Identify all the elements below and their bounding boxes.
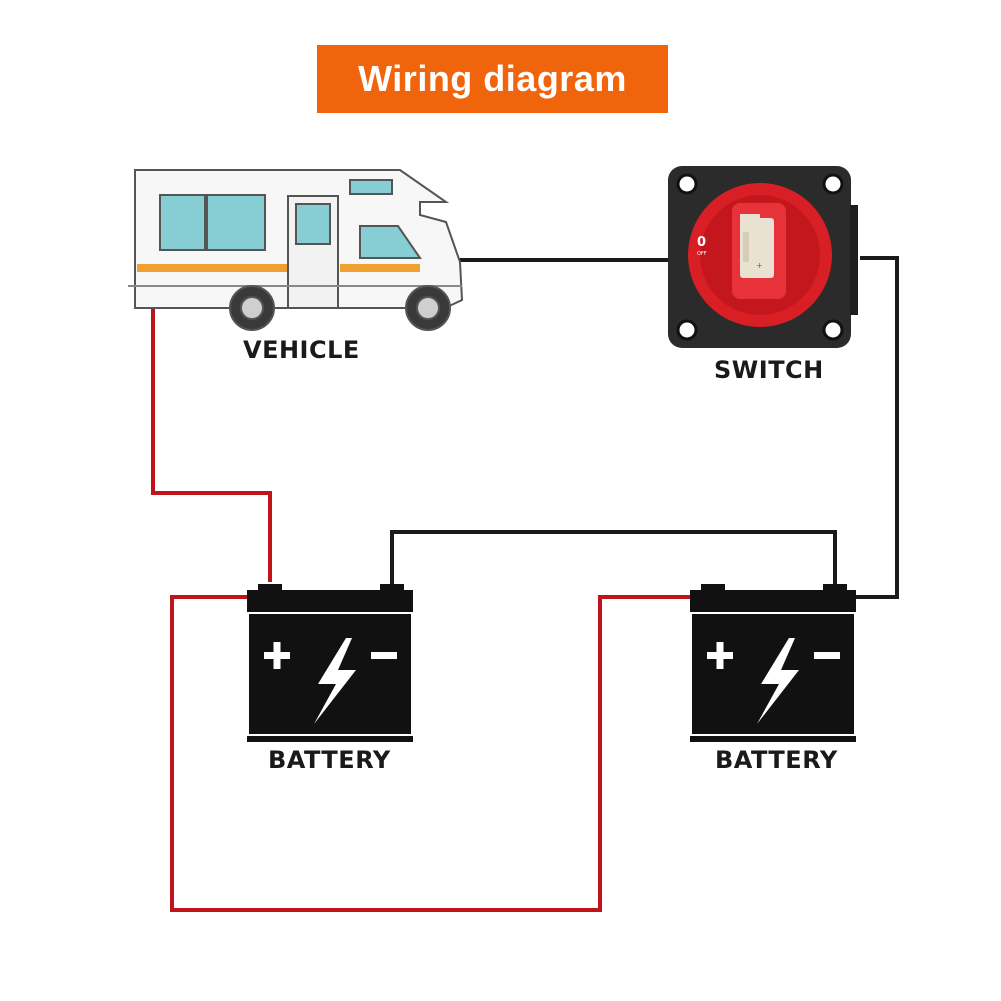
wire-negative-link [390, 530, 837, 584]
rv-vehicle-icon [128, 169, 464, 331]
wire-switch-to-right-battery [838, 256, 899, 599]
battery-left [247, 584, 413, 742]
wire-positive-link [170, 595, 702, 912]
switch-off-text: OFF [697, 251, 707, 257]
lightning-bolt-icon [757, 638, 799, 724]
title-banner: Wiring diagram [317, 45, 668, 113]
wires [151, 256, 899, 912]
svg-text:+: + [756, 261, 763, 270]
switch-off-mark: 0 [697, 235, 706, 250]
battery-right [690, 584, 856, 742]
battery-icon [247, 584, 413, 742]
battery-left-label: BATTERY [268, 746, 391, 774]
battery-icon [690, 584, 856, 742]
lightning-bolt-icon [314, 638, 356, 724]
plus-icon [707, 642, 733, 669]
plus-icon [264, 642, 290, 669]
minus-icon [814, 652, 840, 659]
switch-label: SWITCH [714, 356, 824, 384]
vehicle-label: VEHICLE [243, 336, 360, 364]
battery-right-label: BATTERY [715, 746, 838, 774]
battery-switch-icon: + 0 OFF [668, 166, 858, 348]
minus-icon [371, 652, 397, 659]
wire-vehicle-to-left-battery [151, 308, 272, 582]
diagram-title: Wiring diagram [358, 58, 627, 99]
